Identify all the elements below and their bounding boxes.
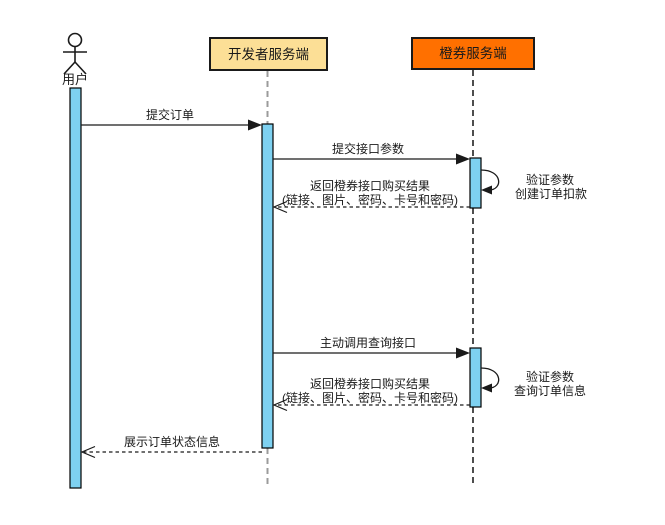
self-loop	[480, 367, 500, 389]
svg-text:返回橙券接口购买结果: 返回橙券接口购买结果	[310, 178, 430, 193]
self-message-verify-create: 验证参数 创建订单扣款	[480, 169, 587, 201]
svg-text:主动调用查询接口: 主动调用查询接口	[320, 335, 416, 350]
user-actor-icon	[63, 32, 87, 75]
svg-text:展示订单状态信息: 展示订单状态信息	[124, 434, 220, 449]
message-query-call: 主动调用查询接口	[273, 335, 470, 359]
arrowhead-filled	[456, 153, 470, 165]
actor-user-label: 用户	[62, 72, 88, 87]
participant-orange-server: 橙券服务端	[411, 37, 535, 70]
actor-head	[67, 32, 83, 48]
self-loop	[480, 169, 500, 191]
svg-text:验证参数: 验证参数	[526, 172, 574, 187]
svg-text:(链接、图片、密码、卡号和密码): (链接、图片、密码、卡号和密码)	[282, 390, 458, 405]
activation-bar-user	[69, 87, 82, 489]
message-show-status: 展示订单状态信息	[80, 434, 262, 459]
svg-text:提交订单: 提交订单	[146, 107, 194, 122]
arrowhead-filled	[248, 119, 262, 131]
arrowhead-open	[272, 200, 288, 214]
message-return-result-2: 返回橙券接口购买结果 (链接、图片、密码、卡号和密码)	[272, 376, 470, 412]
svg-text:返回橙券接口购买结果: 返回橙券接口购买结果	[310, 376, 430, 391]
activation-bar-orange-2	[469, 347, 482, 408]
svg-text:提交接口参数: 提交接口参数	[332, 141, 404, 156]
arrowhead-open	[80, 445, 96, 459]
activation-bar-orange-1	[469, 157, 482, 209]
arrowhead-open	[272, 398, 288, 412]
message-return-result-1: 返回橙券接口购买结果 (链接、图片、密码、卡号和密码)	[272, 178, 470, 214]
participant-developer-label: 开发者服务端	[228, 47, 309, 62]
participant-orange-label: 橙券服务端	[439, 46, 507, 61]
self-message-verify-query: 验证参数 查询订单信息	[480, 367, 586, 398]
participant-developer-server: 开发者服务端	[209, 37, 328, 71]
svg-text:(链接、图片、密码、卡号和密码): (链接、图片、密码、卡号和密码)	[282, 192, 458, 207]
svg-text:创建订单扣款: 创建订单扣款	[515, 187, 587, 201]
message-submit-order: 提交订单	[81, 107, 262, 131]
svg-text:查询订单信息: 查询订单信息	[514, 383, 586, 398]
svg-text:验证参数: 验证参数	[526, 369, 574, 384]
arrowhead-filled	[481, 185, 492, 195]
message-submit-params: 提交接口参数	[273, 141, 470, 165]
arrowhead-filled	[456, 347, 470, 359]
arrowhead-filled	[481, 383, 492, 393]
activation-bar-developer	[261, 123, 274, 449]
